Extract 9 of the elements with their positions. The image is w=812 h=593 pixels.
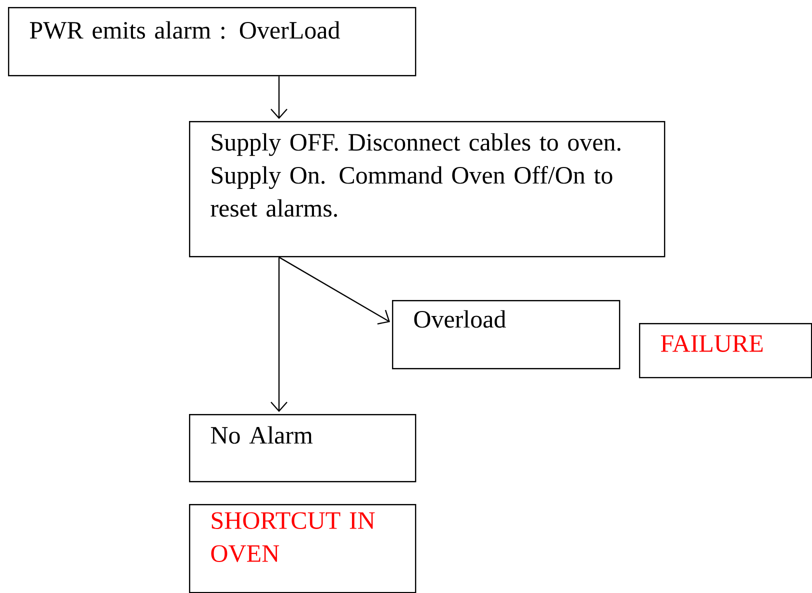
arrow — [270, 257, 288, 412]
process-box: SHORTCUT IN OVEN — [189, 504, 416, 593]
process-box: No Alarm — [189, 414, 416, 482]
process-box: Overload — [392, 300, 620, 370]
process-box: Supply OFF. Disconnect cables to oven. Supply On. Command Oven Off/On to reset alarms. — [189, 121, 666, 258]
arrow — [278, 256, 390, 324]
arrow — [270, 76, 288, 119]
process-box: FAILURE — [639, 323, 812, 378]
process-box: PWR emits alarm : OverLoad — [8, 7, 416, 76]
